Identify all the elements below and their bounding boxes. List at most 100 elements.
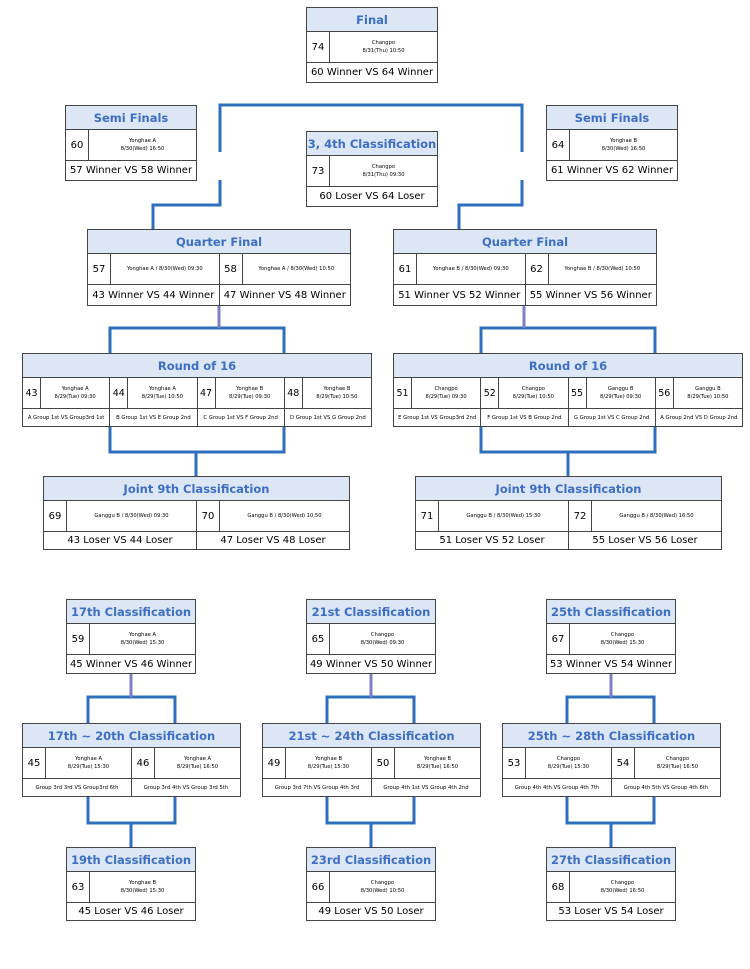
semi-final-right-title: Semi Finals — [547, 106, 677, 130]
match-number: 49 — [263, 748, 286, 778]
matchup-text: 45 Winner VS 46 Winner — [69, 658, 193, 670]
joint-9th-right-box: Joint 9th Classification 71 Ganggu B / 8… — [415, 476, 722, 550]
classification-27th-title: 27th Classification — [547, 848, 675, 872]
match-time: 8/30(Wed) 15:30 — [120, 888, 165, 894]
match-time: 8/29(Tue) 16:50 — [656, 764, 699, 770]
matchup-text: 57 Winner VS 58 Winner — [69, 165, 193, 176]
matchup-text: 53 Winner VS 54 Winner — [549, 658, 673, 670]
matchup-text: Group 3rd 3rd VS Group3rd 6th — [35, 784, 119, 791]
match-number: 73 — [307, 156, 330, 186]
connector-qf-right-r16-right — [479, 326, 657, 353]
match-info: Yonghae A / 8/30(Wed) 09:30 — [126, 266, 203, 272]
semi-final-right-box: Semi Finals 64 Yonghae B 8/30(Wed) 16:50… — [546, 105, 678, 181]
third-place-box: 3, 4th Classification 73 Changpo 8/31(Th… — [306, 131, 438, 207]
match-time: 8/30(Wed) 16:50 — [601, 146, 646, 152]
match-venue: Yonghae A — [148, 386, 176, 392]
connector-semi-right-qf-right — [457, 180, 524, 229]
match-number: 51 — [394, 378, 412, 408]
match-time: 8/29(Tue) 10:50 — [512, 394, 554, 400]
match-venue: Changpo — [610, 632, 635, 638]
match-venue: Changpo — [521, 386, 545, 392]
connector-21-24-bottom — [325, 797, 416, 825]
match-venue: Changpo — [371, 164, 396, 170]
matchup-text: 60 Loser VS 64 Loser — [319, 191, 425, 202]
match-number: 58 — [220, 254, 243, 284]
match-info: Changpo 8/30(Wed) 16:50 — [570, 872, 675, 902]
match-time: 8/30(Wed) 15:30 — [120, 640, 165, 646]
match-venue: Changpo — [370, 880, 395, 886]
match-venue: Yonghae B — [423, 756, 452, 762]
match-info: Yonghae B 8/29(Tue) 10:50 — [303, 378, 371, 408]
match-info: Yonghae A / 8/30(Wed) 10:50 — [258, 266, 335, 272]
matchup-text: F Group 1st VS B Group 2nd — [480, 409, 567, 426]
match-info: Changpo 8/31(Thu) 10:50 — [330, 32, 437, 62]
match-info: Changpo 8/30(Wed) 15:30 — [570, 624, 675, 654]
match-venue: Yonghae B — [236, 386, 264, 392]
match-venue: Yonghae B — [323, 386, 351, 392]
match-number: 52 — [481, 378, 500, 408]
matchup-text: 47 Loser VS 48 Loser — [196, 532, 349, 549]
connector-r16-left-j9-left — [108, 427, 286, 454]
joint-9th-left-title: Joint 9th Classification — [44, 477, 349, 501]
match-venue: Yonghae A — [183, 756, 212, 762]
matchup-text: B Group 1st VS E Group 2nd — [109, 409, 196, 426]
match-number: 66 — [307, 872, 330, 902]
match-time: 8/30(Wed) 10:50 — [360, 888, 405, 894]
match-venue: Yonghae B — [314, 756, 343, 762]
classification-21-24-title: 21st ~ 24th Classification — [263, 724, 480, 748]
match-venue: Yonghae B — [128, 880, 157, 886]
match-number: 65 — [307, 624, 330, 654]
semi-final-left-box: Semi Finals 60 Yonghae A 8/30(Wed) 16:50… — [65, 105, 197, 181]
matchup-text: 45 Loser VS 46 Loser — [78, 906, 184, 917]
match-time: 8/30(Wed) 15:30 — [600, 640, 645, 646]
matchup-text: G Group 1st VS C Group 2nd — [567, 409, 655, 426]
matchup-text: A Group 1st VS Group3rd 1st — [27, 414, 105, 421]
matchup-text: C Group 1st VS F Group 2nd — [196, 409, 284, 426]
matchup-text: 51 Winner VS 52 Winner — [398, 289, 521, 301]
match-time: 8/29(Tue) 09:30 — [229, 394, 271, 400]
match-info: Yonghae B 8/30(Wed) 16:50 — [570, 130, 677, 160]
match-number: 45 — [23, 748, 46, 778]
match-time: 8/29(Tue) 09:30 — [425, 394, 467, 400]
match-time: 8/29(Tue) 10:50 — [316, 394, 358, 400]
matchup-text: Group 4th 1st VS Group 4th 2nd — [371, 779, 480, 796]
match-time: 8/29(Tue) 09:30 — [600, 394, 642, 400]
connector-semi-left-qf-left — [151, 180, 222, 229]
final-box: Final 74 Changpo 8/31(Thu) 10:50 60 Winn… — [306, 7, 438, 83]
quarter-final-right-box: Quarter Final 61 Yonghae B / 8/30(Wed) 0… — [393, 229, 657, 306]
match-number: 74 — [307, 32, 330, 62]
match-info: Changpo 8/30(Wed) 10:50 — [330, 872, 435, 902]
quarter-final-left-box: Quarter Final 57 Yonghae A / 8/30(Wed) 0… — [87, 229, 351, 306]
match-info: Ganggu B / 8/30(Wed) 16:50 — [619, 513, 694, 519]
connector-25-28-top — [565, 695, 656, 723]
match-number: 43 — [23, 378, 41, 408]
matchup-text: 49 Loser VS 50 Loser — [318, 906, 424, 917]
match-info: Yonghae A 8/30(Wed) 16:50 — [89, 130, 196, 160]
round-of-16-right-box: Round of 16 51 Changpo 8/29(Tue) 09:30 52… — [393, 353, 743, 427]
round-of-16-right-title: Round of 16 — [394, 354, 742, 378]
match-venue: Changpo — [610, 880, 635, 886]
match-number: 64 — [547, 130, 570, 160]
classification-19th-title: 19th Classification — [67, 848, 195, 872]
matchup-text: 55 Loser VS 56 Loser — [568, 532, 721, 549]
joint-9th-left-box: Joint 9th Classification 69 Ganggu B / 8… — [43, 476, 350, 550]
connector-25-28-bottom — [565, 797, 656, 825]
matchup-text: 43 Winner VS 44 Winner — [92, 289, 215, 301]
match-time: 8/29(Tue) 16:50 — [416, 764, 459, 770]
match-venue: Changpo — [371, 40, 396, 46]
match-info: Ganggu B / 8/30(Wed) 15:30 — [466, 513, 541, 519]
joint-9th-right-title: Joint 9th Classification — [416, 477, 721, 501]
match-time: 8/30(Wed) 16:50 — [600, 888, 645, 894]
